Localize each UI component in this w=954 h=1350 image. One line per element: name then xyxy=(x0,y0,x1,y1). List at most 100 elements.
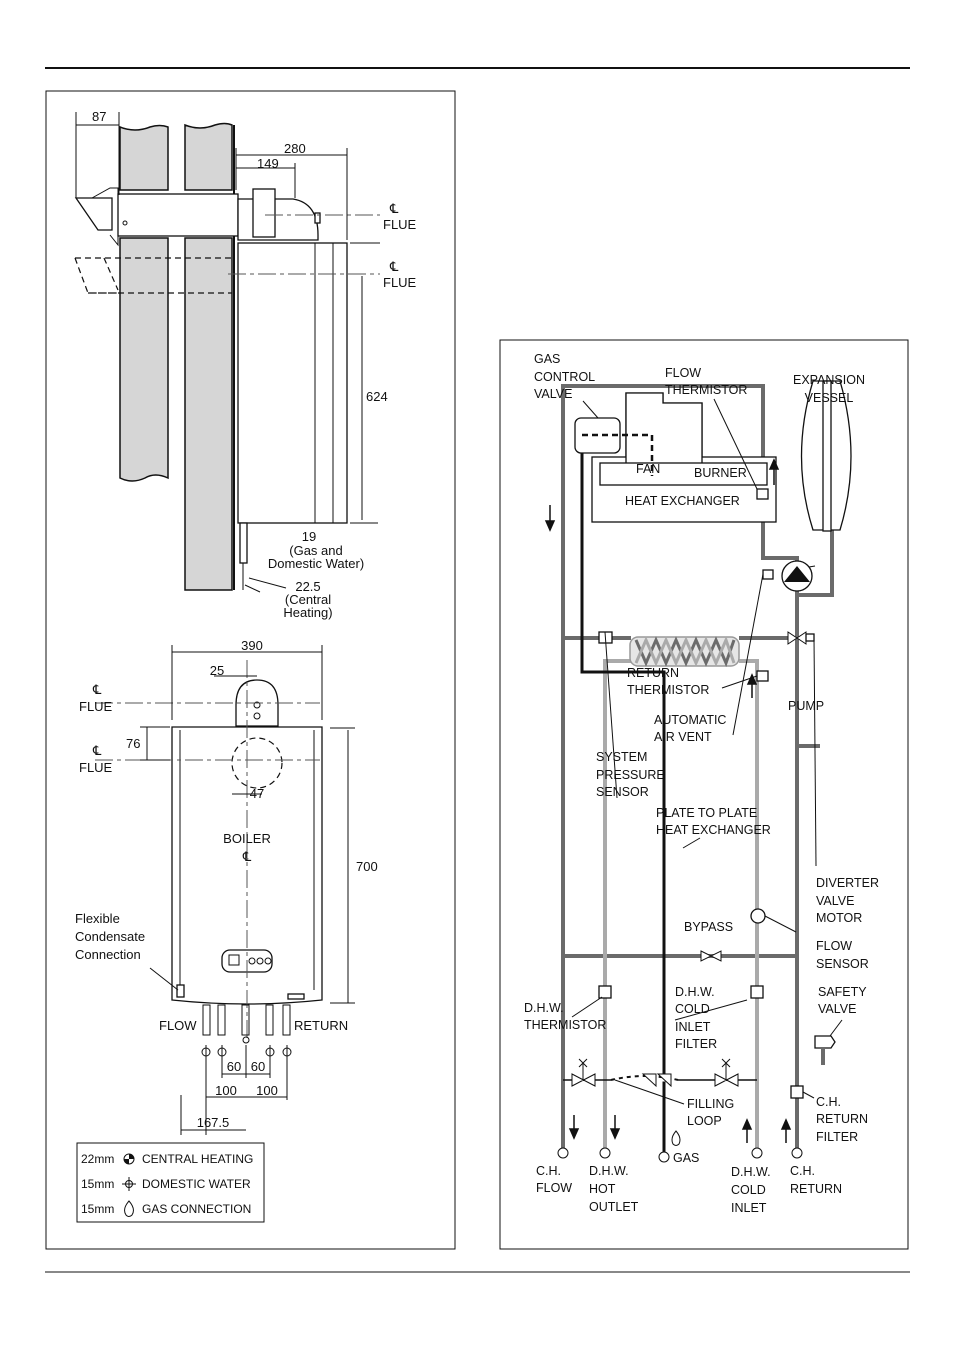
label-dhw-thermistor: THERMISTOR xyxy=(524,1018,606,1032)
label-system-pressure-sensor: SYSTEM xyxy=(596,750,647,764)
label-ch-return: RETURN xyxy=(790,1182,842,1196)
dim-22-5: 22.5 xyxy=(295,579,320,594)
label-return-thermistor: THERMISTOR xyxy=(627,683,709,697)
wall-inner-top xyxy=(184,122,233,191)
legend-label: CENTRAL HEATING xyxy=(142,1152,253,1166)
dim-19: 19 xyxy=(302,529,316,544)
dim-25: 25 xyxy=(210,663,224,678)
label-dhw-thermistor: D.H.W. xyxy=(524,1001,564,1015)
label-fan: FAN xyxy=(636,462,660,476)
flue-label: FLUE xyxy=(79,760,113,775)
gas-pipe xyxy=(580,435,666,1152)
safety-valve xyxy=(814,1035,836,1049)
label-dhw-cold-inlet-filter: COLD xyxy=(675,1002,710,1016)
burner xyxy=(599,462,768,486)
flue-elbow xyxy=(237,198,319,241)
legend-size: 15mm xyxy=(81,1177,114,1191)
gas-flame-icon xyxy=(671,1130,681,1146)
label-burner: BURNER xyxy=(694,466,747,480)
ch-return-pipe xyxy=(761,522,799,1148)
label-safety-valve: SAFETY xyxy=(818,985,867,999)
flue-label: FLUE xyxy=(383,217,417,232)
centreline-symbol: ℄ xyxy=(92,682,102,697)
dim-76: 76 xyxy=(126,736,140,751)
label-ch-flow: C.H. xyxy=(536,1164,561,1178)
flow-arrows xyxy=(544,458,792,1143)
wall-outer-top xyxy=(119,124,169,191)
dimensions-panel: 87 280 149 ℄ FLUE ℄ FLUE 624 19 (Gas and… xyxy=(45,90,456,1250)
central-heating-symbol-icon xyxy=(123,1153,135,1165)
centreline-symbol: ℄ xyxy=(242,849,252,864)
bypass-valve xyxy=(700,950,722,962)
label-gas-control-valve: GAS xyxy=(534,352,560,366)
wall-outer-bottom xyxy=(119,237,169,482)
label-diverter-valve-motor: VALVE xyxy=(816,894,854,908)
label-dhw-cold-inlet: COLD xyxy=(731,1183,766,1197)
label-ch-return-filter: RETURN xyxy=(816,1112,868,1126)
dim-280: 280 xyxy=(284,141,306,156)
dim-60: 60 xyxy=(227,1059,241,1074)
label-diverter-valve-motor: MOTOR xyxy=(816,911,862,925)
condensate-label: Connection xyxy=(75,947,141,962)
return-thermistor xyxy=(756,670,769,682)
label-flow-sensor: FLOW xyxy=(816,939,852,953)
boiler-side xyxy=(237,242,348,524)
dim-149: 149 xyxy=(257,156,279,171)
centreline-symbol: ℄ xyxy=(389,259,399,274)
dim-47: 47 xyxy=(250,786,264,801)
ch-return-filter xyxy=(790,1085,804,1099)
automatic-air-vent xyxy=(762,569,774,580)
ch-flow-pipe xyxy=(561,384,765,1148)
label-gas-control-valve: VALVE xyxy=(534,387,572,401)
label-dhw-cold-inlet-filter: INLET xyxy=(675,1020,711,1034)
label-gas-control-valve: CONTROL xyxy=(534,370,595,384)
label-plate-heat-exchanger: HEAT EXCHANGER xyxy=(656,823,771,837)
flow-thermistor xyxy=(756,488,769,500)
domestic-water-symbol-icon xyxy=(122,1177,136,1191)
flue-terminal xyxy=(74,197,113,231)
dim-700: 700 xyxy=(356,859,378,874)
label-filling-loop: LOOP xyxy=(687,1114,722,1128)
dim-390: 390 xyxy=(241,638,263,653)
label-flow-thermistor: FLOW xyxy=(665,366,701,380)
schematic-labels: GAS CONTROL VALVE FLOW THERMISTOR EXPANS… xyxy=(524,352,879,1215)
legend-label: DOMESTIC WATER xyxy=(142,1177,251,1191)
label-system-pressure-sensor: PRESSURE xyxy=(596,768,665,782)
note-text: (Gas and xyxy=(289,543,342,558)
label-automatic-air-vent: AIR VENT xyxy=(654,730,712,744)
diverter-valve xyxy=(787,631,807,645)
centreline-symbol: ℄ xyxy=(389,201,399,216)
note-text: Domestic Water) xyxy=(268,556,364,571)
label-dhw-cold-inlet-filter: FILTER xyxy=(675,1037,717,1051)
label-bypass: BYPASS xyxy=(684,920,733,934)
flue-label: FLUE xyxy=(383,275,417,290)
leader-lines xyxy=(571,398,843,1105)
dhw-thermistor xyxy=(598,985,612,999)
flue-label: FLUE xyxy=(79,699,113,714)
filling-loop-valves xyxy=(571,1073,739,1088)
label-automatic-air-vent: AUTOMATIC xyxy=(654,713,726,727)
dim-100: 100 xyxy=(215,1083,237,1098)
centreline-symbol: ℄ xyxy=(92,743,102,758)
gas-flame-symbol-icon xyxy=(124,1200,134,1217)
expansion-pipe xyxy=(797,530,834,597)
dhw-cold-inlet-filter xyxy=(750,985,764,999)
flow-label: FLOW xyxy=(159,1018,197,1033)
label-ch-return-filter: FILTER xyxy=(816,1130,858,1144)
label-ch-return-filter: C.H. xyxy=(816,1095,841,1109)
label-dhw-cold-inlet: INLET xyxy=(731,1201,767,1215)
label-dhw-cold-inlet: D.H.W. xyxy=(731,1165,771,1179)
label-dhw-hot-outlet: D.H.W. xyxy=(589,1164,629,1178)
label-return-thermistor: RETURN xyxy=(627,666,679,680)
hydraulic-schematic: GAS CONTROL VALVE FLOW THERMISTOR EXPANS… xyxy=(499,339,909,1250)
legend-size: 15mm xyxy=(81,1202,114,1216)
boiler-label: BOILER xyxy=(223,831,271,846)
connection-dims xyxy=(180,1036,292,1135)
label-pump: PUMP xyxy=(788,699,824,713)
label-flow-thermistor: THERMISTOR xyxy=(665,383,747,397)
label-safety-valve: VALVE xyxy=(818,1002,856,1016)
dim-100: 100 xyxy=(256,1083,278,1098)
flow-sensor xyxy=(750,908,766,924)
dim-60: 60 xyxy=(251,1059,265,1074)
